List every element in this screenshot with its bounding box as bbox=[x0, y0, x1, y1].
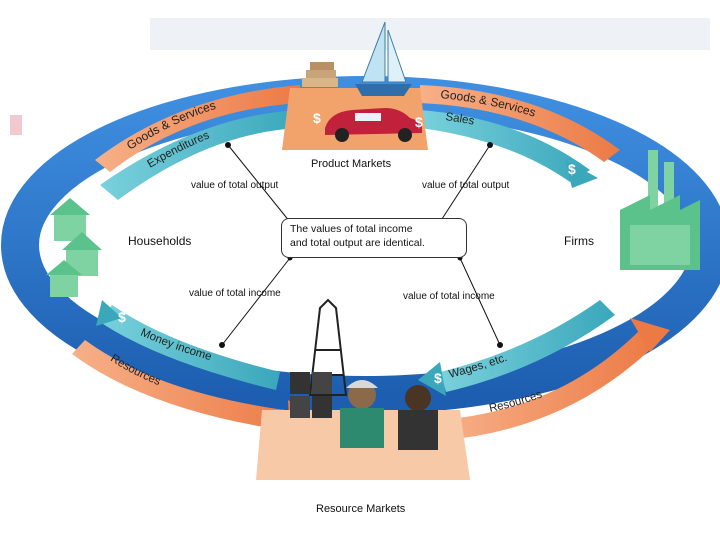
dollar-icon: $ bbox=[568, 161, 576, 177]
households-label: Households bbox=[128, 234, 191, 248]
firms-label: Firms bbox=[564, 234, 594, 248]
value-total-output-right: value of total output bbox=[422, 180, 509, 191]
central-statement-line1: The values of total income bbox=[290, 222, 458, 236]
value-total-income-left: value of total income bbox=[189, 288, 281, 299]
central-statement-line2: and total output are identical. bbox=[290, 236, 458, 250]
central-statement-box: The values of total income and total out… bbox=[281, 218, 467, 258]
dollar-icon: $ bbox=[415, 114, 423, 130]
dollar-icon: $ bbox=[118, 309, 126, 325]
product-markets-label: Product Markets bbox=[311, 158, 391, 170]
dollar-icon: $ bbox=[434, 370, 442, 386]
resource-markets-label: Resource Markets bbox=[316, 503, 405, 515]
faded-header-band bbox=[150, 18, 710, 50]
value-total-income-right: value of total income bbox=[403, 291, 495, 302]
dollar-icon: $ bbox=[313, 110, 321, 126]
houses-icon bbox=[46, 198, 102, 297]
books-icon bbox=[306, 70, 336, 78]
value-total-output-left: value of total output bbox=[191, 180, 278, 191]
decorative-mark bbox=[10, 115, 22, 135]
